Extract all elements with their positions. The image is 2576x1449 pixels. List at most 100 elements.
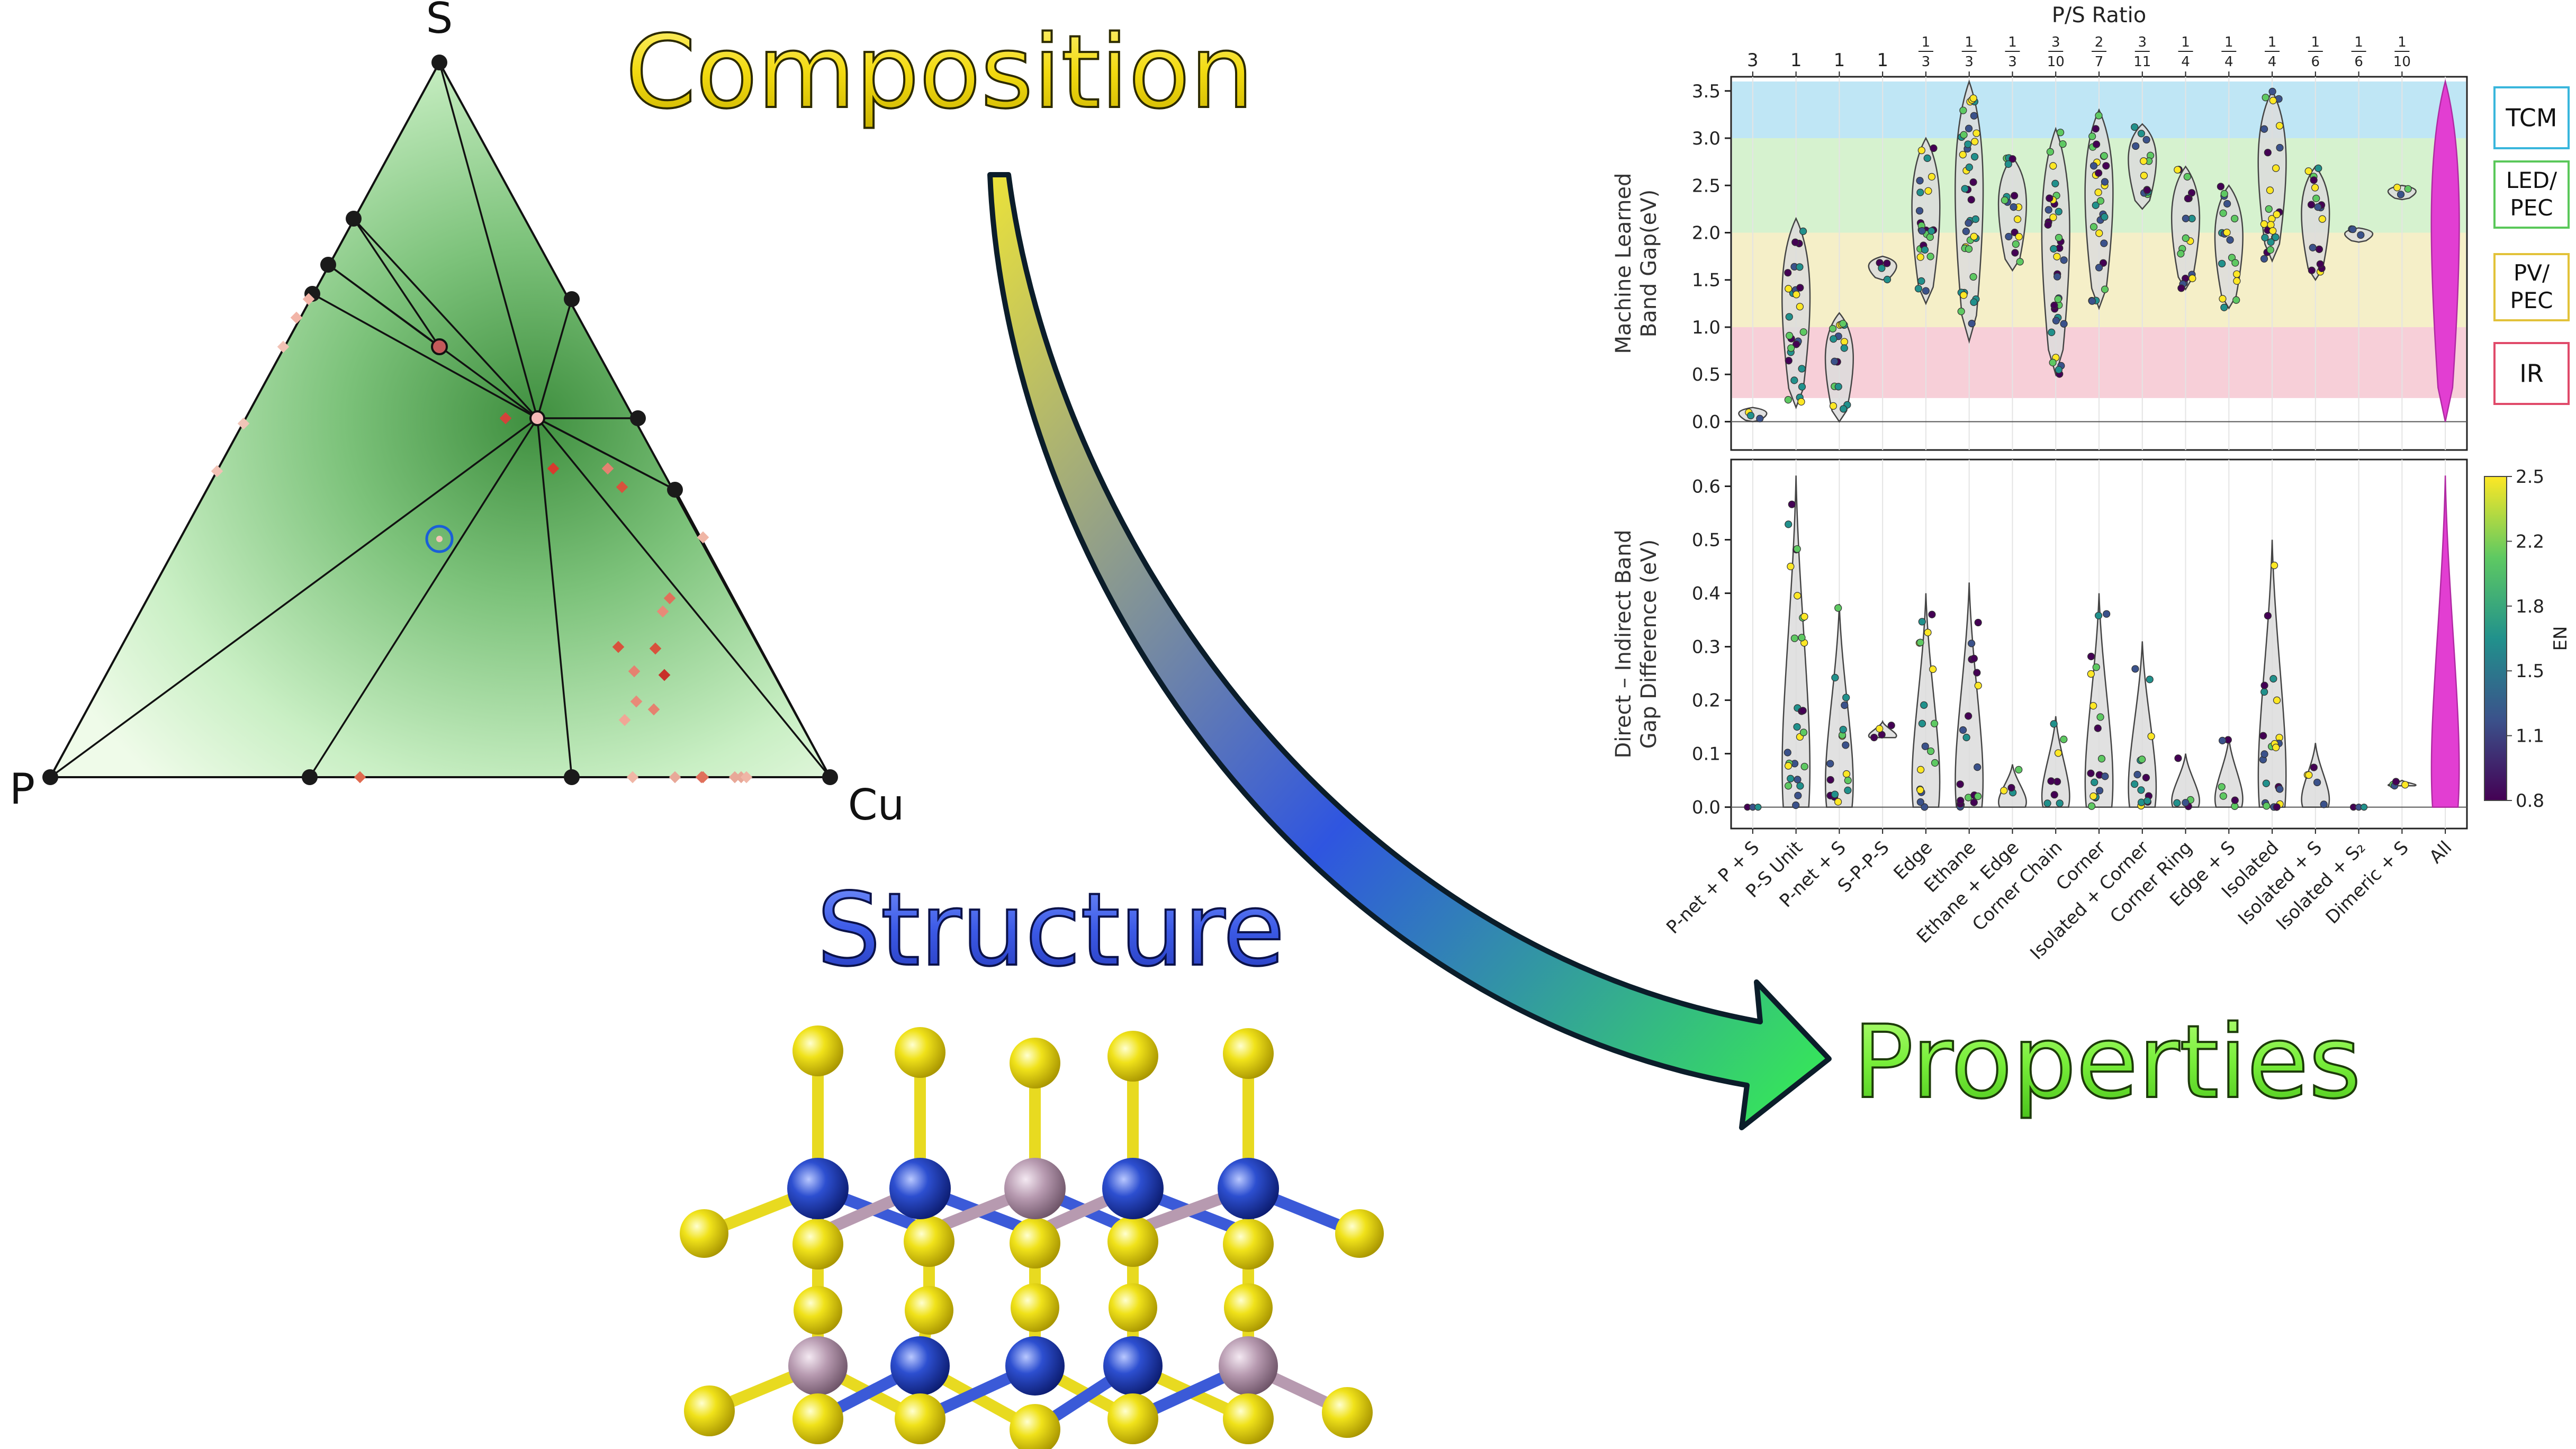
data-point — [2305, 771, 2313, 779]
data-point — [2089, 162, 2098, 170]
composition-marker — [499, 412, 512, 425]
data-point — [2131, 780, 2139, 788]
data-point — [1831, 357, 1839, 365]
data-point — [1887, 722, 1895, 730]
data-point — [1964, 140, 1972, 148]
data-point — [2226, 236, 2234, 244]
data-point — [2182, 234, 2190, 242]
y-tick-label: 0.5 — [1692, 364, 1721, 385]
data-point — [2308, 266, 2316, 274]
violin — [1954, 582, 1984, 808]
ratio-label: 1 — [2398, 34, 2407, 50]
data-point — [1840, 338, 1848, 346]
y-tick-label: 3.0 — [1692, 128, 1721, 149]
data-point — [2310, 176, 2318, 184]
data-point — [2054, 749, 2062, 757]
y-axis-label: Direct – Indirect BandGap Difference (eV… — [1611, 529, 1661, 758]
atom — [1005, 1336, 1065, 1396]
data-point — [1793, 723, 1801, 731]
data-point — [1839, 725, 1847, 734]
data-point — [2265, 205, 2273, 213]
atom — [794, 1286, 842, 1335]
data-point — [2097, 755, 2106, 763]
data-point — [2183, 173, 2191, 181]
composition-marker — [697, 531, 709, 544]
data-point — [2219, 792, 2227, 800]
data-point — [1746, 411, 1755, 420]
data-point — [2182, 214, 2190, 222]
data-point — [1968, 640, 1976, 647]
data-point — [1960, 291, 1968, 299]
data-point — [1962, 227, 1970, 236]
ratio-label: 1 — [2224, 34, 2233, 50]
data-point — [2231, 259, 2239, 267]
atom — [1010, 1404, 1060, 1449]
data-point — [2010, 203, 2017, 211]
data-point — [1800, 762, 1808, 771]
data-point — [2060, 256, 2068, 264]
data-point — [1797, 398, 1805, 406]
violin — [2170, 165, 2201, 291]
data-point — [2046, 148, 2055, 156]
data-point — [2096, 197, 2105, 205]
data-point — [2100, 152, 2108, 160]
data-point — [1921, 803, 1929, 811]
composition-marker — [728, 771, 741, 784]
data-point — [1844, 786, 1852, 794]
data-point — [2269, 227, 2277, 235]
data-point — [2102, 162, 2110, 170]
data-point — [1918, 719, 1926, 727]
data-point — [1956, 780, 1964, 788]
y-axis-label: Machine LearnedBand Gap(eV) — [1611, 173, 1661, 354]
ratio-label: 1 — [1922, 34, 1931, 50]
data-point — [1970, 112, 1978, 120]
data-point — [2218, 736, 2227, 744]
composition-marker — [649, 642, 662, 655]
data-point — [1970, 232, 1978, 240]
composition-marker — [663, 592, 676, 605]
data-point — [2088, 802, 2096, 810]
ratio-label: 4 — [2268, 54, 2277, 70]
composition-marker — [547, 462, 560, 475]
data-point — [2314, 164, 2322, 172]
atom — [1224, 1283, 1273, 1332]
data-point — [2273, 803, 2281, 811]
data-point — [2276, 785, 2284, 793]
data-point — [1965, 163, 1973, 172]
flow-arrow — [987, 172, 1832, 1130]
composition-marker — [656, 605, 669, 618]
y-axis-label-line: Machine Learned — [1611, 173, 1636, 354]
data-point — [2100, 239, 2108, 247]
y-tick-label: 0.3 — [1692, 637, 1721, 658]
data-point — [2260, 125, 2268, 133]
data-point — [2055, 233, 2063, 242]
ratio-label: 1 — [2181, 34, 2190, 50]
atom — [1223, 1393, 1274, 1444]
data-point — [1930, 144, 1938, 152]
atom — [1103, 1336, 1163, 1396]
ratio-label: 3 — [2008, 54, 2017, 70]
data-point — [1796, 782, 1804, 790]
y-tick-label: 0.0 — [1692, 411, 1721, 433]
data-point — [1959, 151, 1967, 159]
atom — [1335, 1209, 1384, 1258]
ratio-label: 3 — [2051, 34, 2060, 50]
data-point — [1928, 173, 1936, 181]
data-point — [2219, 209, 2227, 217]
data-point — [2008, 155, 2016, 163]
data-point — [2264, 611, 2272, 620]
data-point — [2140, 157, 2148, 165]
data-point — [2048, 328, 2056, 336]
y-tick-label: 2.5 — [1692, 175, 1721, 196]
data-point — [1961, 185, 1969, 193]
data-point — [1784, 749, 1791, 757]
y-tick-label: 0.6 — [1692, 476, 1721, 498]
data-point — [1969, 273, 1977, 281]
atom — [1107, 1031, 1158, 1082]
data-point — [1844, 776, 1852, 785]
data-point — [1793, 291, 1800, 299]
data-point — [2015, 766, 2023, 773]
data-point — [1800, 613, 1808, 620]
data-point — [2218, 783, 2226, 791]
data-point — [2094, 724, 2102, 732]
